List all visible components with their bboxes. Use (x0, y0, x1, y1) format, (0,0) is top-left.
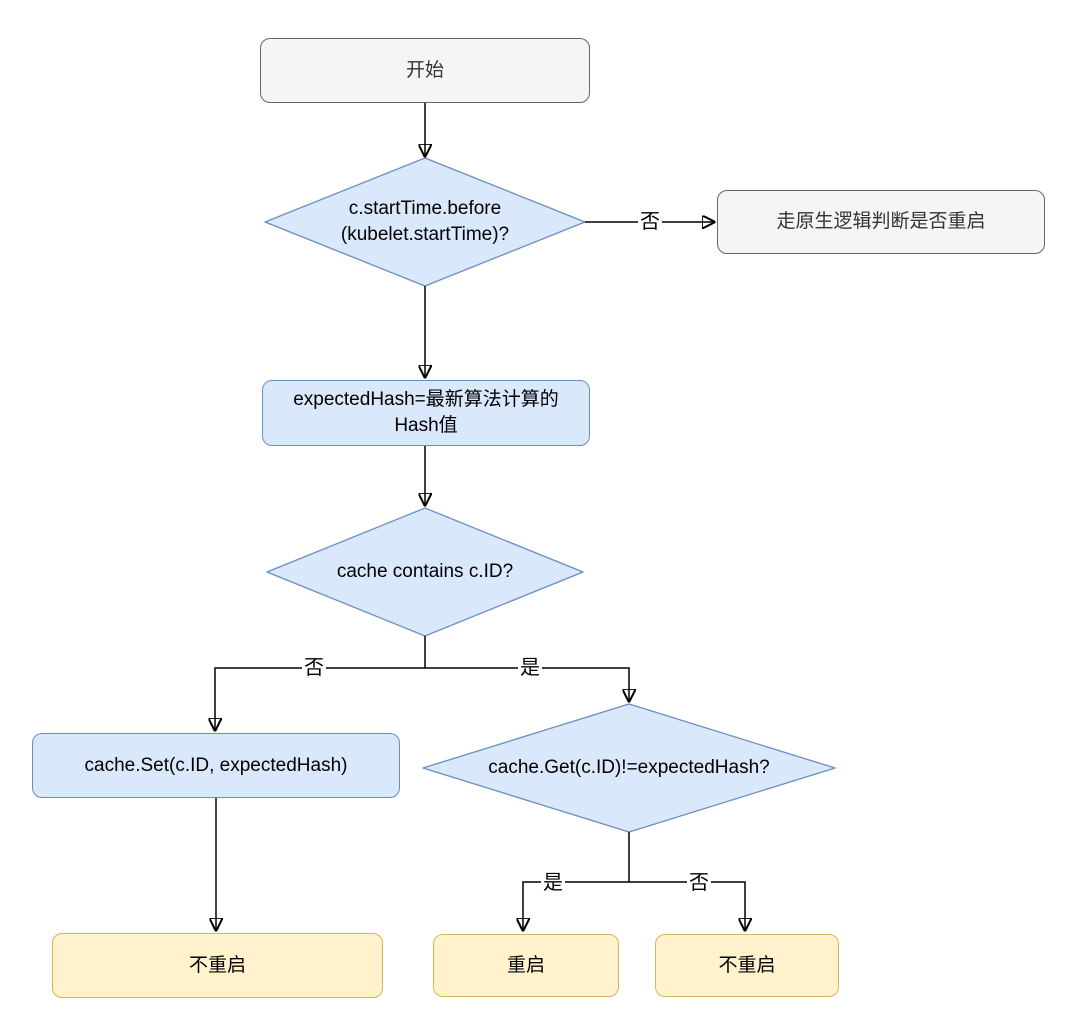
edge-label-cache-contains-yes: 是 (518, 657, 542, 679)
node-native-logic: 走原生逻辑判断是否重启 (717, 190, 1045, 254)
decision-cache-contains-label: cache contains c.ID? (336, 561, 514, 583)
node-restart: 重启 (433, 934, 619, 997)
node-cache-set: cache.Set(c.ID, expectedHash) (32, 733, 400, 798)
edge-label-cache-get-no: 否 (687, 872, 711, 894)
edge-label-cache-get-yes: 是 (541, 872, 565, 894)
edge-cache-get-no-to-no-restart (629, 881, 745, 930)
decision-check-start-time-label: c.startTime.before (kubelet.startTime)? (340, 198, 510, 245)
node-no-restart-right: 不重启 (655, 934, 839, 997)
node-start: 开始 (260, 38, 590, 103)
edge-cache-contains-no-to-cache-set (215, 636, 426, 730)
edge-label-check-no: 否 (638, 211, 662, 233)
decision-cache-get-label: cache.Get(c.ID)!=expectedHash? (488, 757, 770, 779)
edge-cache-contains-yes-to-cache-get (425, 667, 629, 701)
node-no-restart-left: 不重启 (52, 933, 383, 998)
node-compute-hash: expectedHash=最新算法计算的Hash值 (262, 380, 590, 446)
edge-cache-get-yes-to-restart (523, 832, 630, 930)
edge-label-cache-contains-no: 否 (302, 657, 326, 679)
